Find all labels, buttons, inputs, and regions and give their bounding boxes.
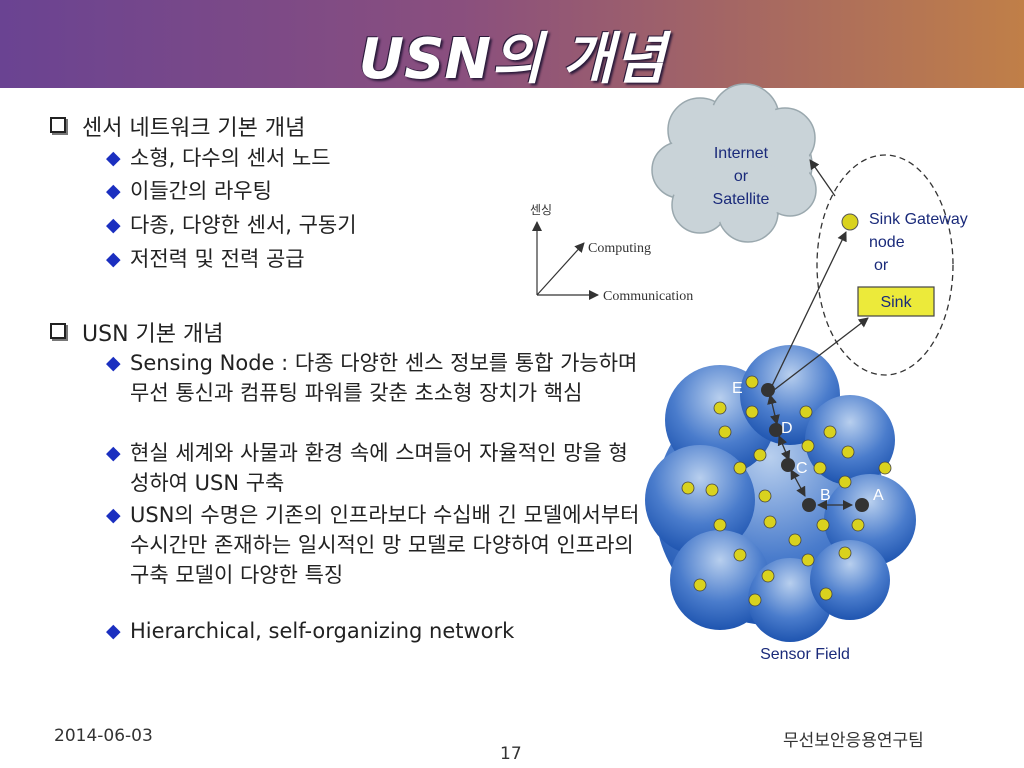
cloud-label-line: or bbox=[734, 168, 749, 185]
axis-label-communication: Communication bbox=[603, 289, 693, 304]
axis-label-sensing: 센싱 bbox=[530, 203, 552, 217]
sink-box bbox=[857, 286, 935, 317]
arrow-e-to-sink bbox=[773, 317, 869, 391]
bullet-item: ◆현실 세계와 사물과 환경 속에 스며들어 자율적인 망을 형성하여 USN … bbox=[106, 438, 640, 498]
bullet-item: ◆소형, 다수의 센서 노드 bbox=[106, 143, 610, 173]
diamond-bullet-icon: ◆ bbox=[106, 620, 121, 642]
footer-date: 2014-06-03 bbox=[54, 726, 153, 746]
diamond-bullet-icon: ◆ bbox=[106, 180, 121, 202]
sensor-nodes bbox=[681, 375, 892, 607]
node-label-c: C bbox=[796, 460, 808, 477]
cloud-label-line: Internet bbox=[714, 145, 769, 162]
arrow-to-cloud bbox=[809, 159, 836, 197]
axis-label-computing: Computing bbox=[588, 241, 651, 256]
bullet-item: ◆저전력 및 전력 공급 bbox=[106, 244, 610, 274]
routing-nodes bbox=[761, 383, 869, 512]
footer-page-number: 17 bbox=[500, 744, 522, 764]
bullet-item: ◆다종, 다양한 센서, 구동기 bbox=[106, 210, 610, 240]
section1-heading-row: 센서 네트워크 기본 개념 bbox=[50, 110, 305, 142]
checkbox-bullet-icon bbox=[50, 117, 66, 133]
diamond-bullet-icon: ◆ bbox=[106, 147, 121, 169]
gateway-label-line: or bbox=[874, 257, 889, 274]
internet-cloud: Internet or Satellite bbox=[651, 83, 817, 243]
sink-gateway-node bbox=[841, 213, 859, 231]
gateway-label-line: node bbox=[869, 234, 905, 251]
checkbox-bullet-icon bbox=[50, 323, 66, 339]
gateway-label-line: Sink Gateway bbox=[869, 211, 968, 228]
slide-title: USN의 개념 bbox=[358, 27, 666, 92]
axes-diagram: 센싱 Computing Communication bbox=[530, 203, 693, 304]
arrow-e-to-gateway bbox=[769, 231, 847, 391]
diamond-bullet-icon: ◆ bbox=[106, 248, 121, 270]
bullet-item: ◆Sensing Node : 다종 다양한 센스 정보를 통합 가능하며 무선… bbox=[106, 348, 640, 408]
gateway-boundary bbox=[816, 154, 954, 376]
section2-heading: USN 기본 개념 bbox=[82, 322, 224, 347]
sink-label: Sink bbox=[880, 294, 912, 311]
title-bar bbox=[0, 0, 1024, 88]
bullet-item: ◆이들간의 라우팅 bbox=[106, 176, 610, 206]
bullet-item: ◆USN의 수명은 기존의 인프라보다 수십배 긴 모델에서부터 수시간만 존재… bbox=[106, 500, 640, 590]
diamond-bullet-icon: ◆ bbox=[106, 214, 121, 236]
sensor-field-label: Sensor Field bbox=[760, 646, 850, 663]
section2-heading-row: USN 기본 개념 bbox=[50, 316, 223, 348]
section1-heading: 센서 네트워크 기본 개념 bbox=[82, 116, 306, 141]
diamond-bullet-icon: ◆ bbox=[106, 442, 121, 464]
diamond-bullet-icon: ◆ bbox=[106, 352, 121, 374]
node-label-e: E bbox=[732, 380, 743, 397]
cloud-label-line: Satellite bbox=[713, 191, 770, 208]
node-label-b: B bbox=[820, 487, 831, 504]
diamond-bullet-icon: ◆ bbox=[106, 504, 121, 526]
footer-organization: 무선보안응용연구팀 bbox=[783, 731, 924, 751]
node-label-d: D bbox=[781, 420, 793, 437]
bullet-item: ◆Hierarchical, self-organizing network bbox=[106, 616, 640, 646]
node-label-a: A bbox=[873, 487, 884, 504]
